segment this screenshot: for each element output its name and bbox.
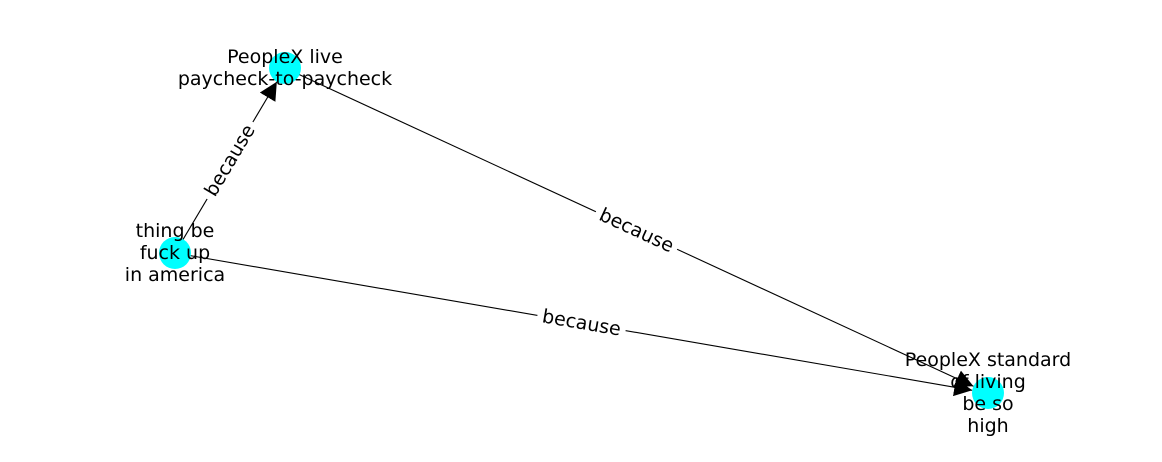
node-label-line: thing be: [136, 220, 215, 242]
node-label-line: in america: [125, 264, 225, 286]
node-label-line: paycheck-to-paycheck: [178, 68, 392, 90]
node-n3: [972, 377, 1004, 409]
edge-label-background: [535, 302, 628, 344]
edge-label-background: [195, 115, 265, 206]
edge-label-background: [590, 199, 683, 262]
node-n2: [159, 237, 191, 269]
edges-layer: because because because: [181, 73, 974, 397]
node-label-line: of living: [950, 371, 1026, 393]
node-label-line: high: [967, 415, 1008, 437]
edge-label-group: because: [535, 302, 628, 344]
node-label-line: PeopleX live: [227, 46, 343, 68]
nodes-layer: [159, 52, 1004, 409]
node-label-line: PeopleX standard: [905, 349, 1071, 371]
edge-label: because: [200, 121, 260, 201]
node-n1: [269, 52, 301, 84]
node-label-line: be so: [962, 393, 1013, 415]
edge-label-group: because: [195, 115, 265, 206]
edge-label-group: because: [590, 199, 683, 262]
node-label-line: fuck up: [140, 242, 210, 264]
